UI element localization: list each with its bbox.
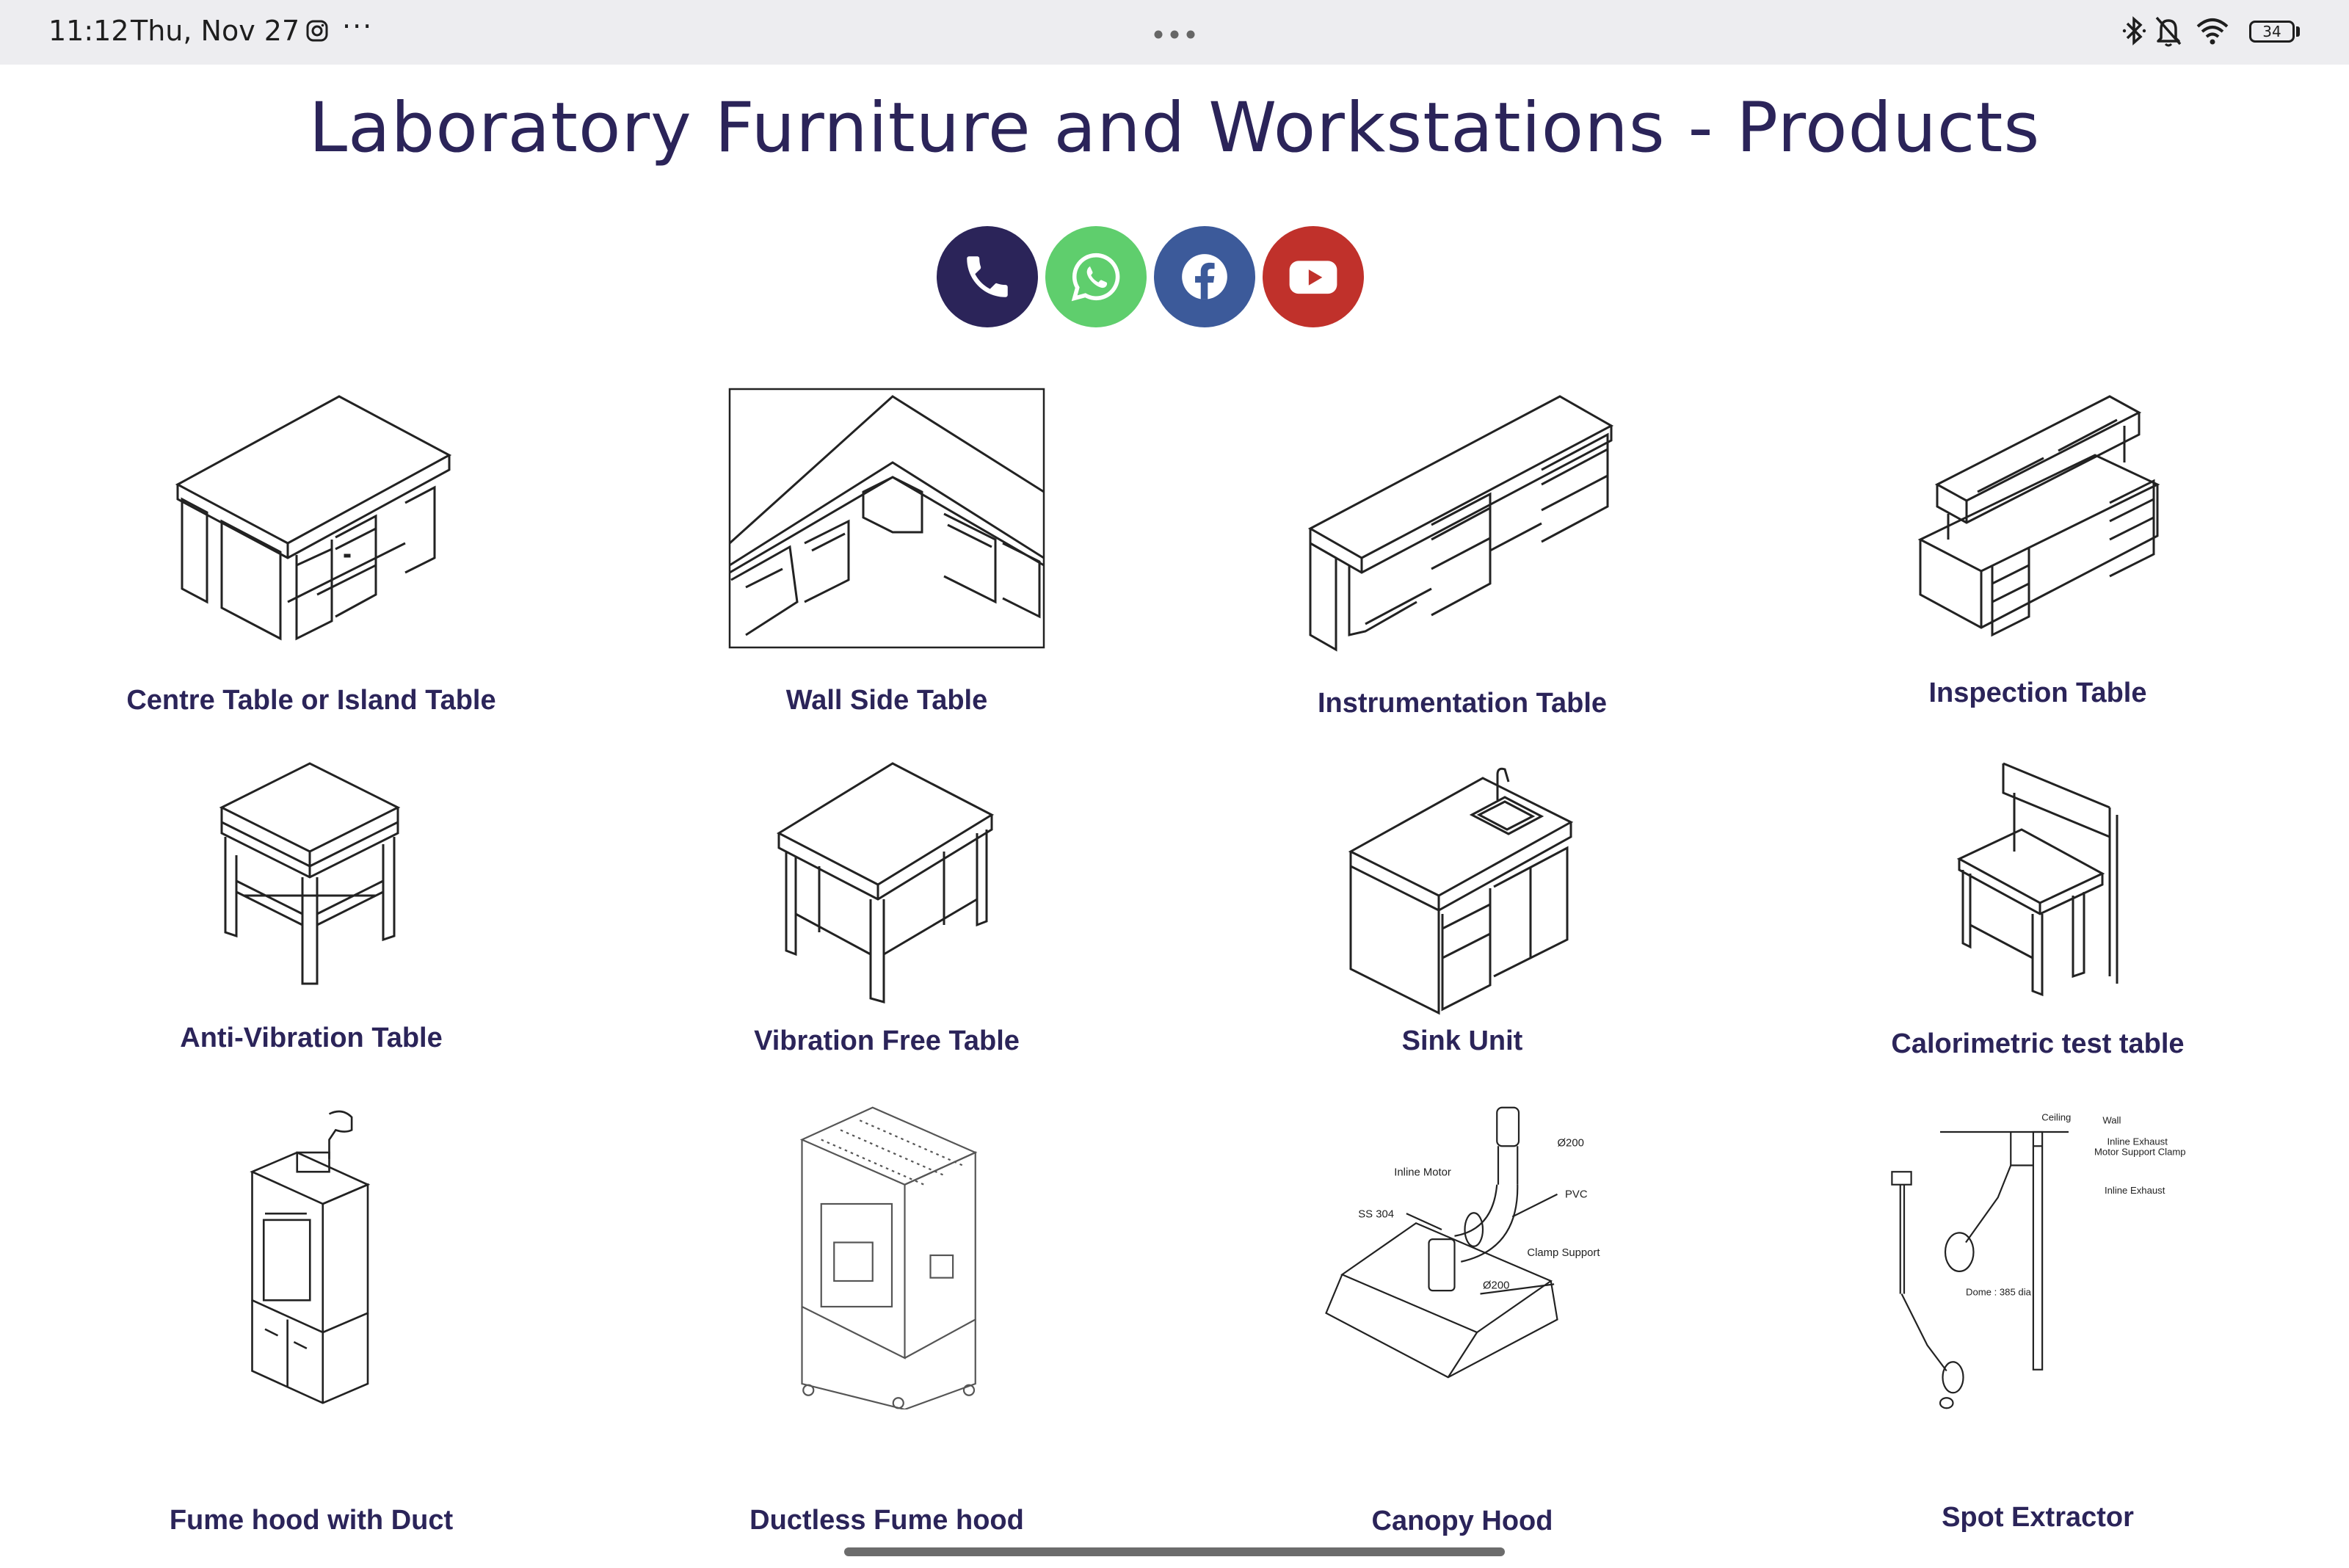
facebook-button[interactable] (1154, 226, 1255, 327)
diagram-label: Inline Exhaust (2107, 1136, 2168, 1147)
product-image[interactable] (23, 749, 599, 1057)
product-label[interactable]: Ductless Fume hood (749, 1505, 1024, 1536)
whatsapp-icon (1071, 253, 1120, 302)
product-label[interactable]: Fume hood with Duct (169, 1505, 454, 1536)
product-label[interactable]: Spot Extractor (1942, 1502, 2134, 1533)
product-card-centre-table[interactable]: Centre Table or Island Table (23, 382, 599, 734)
bell-off-icon (2155, 16, 2182, 47)
product-image[interactable]: Ø200 Inline Motor PVC SS 304 Clamp Suppo… (1174, 1101, 1750, 1409)
diagram-label: Dome : 385 dia (1966, 1286, 2032, 1297)
battery-icon: 34 (2249, 21, 2295, 43)
multitask-dots-icon[interactable] (1154, 28, 1195, 39)
diagram-label: Ceiling (2041, 1111, 2071, 1122)
diagram-label: SS 304 (1358, 1208, 1394, 1220)
product-image[interactable] (1750, 749, 2326, 1057)
product-image[interactable] (599, 382, 1174, 690)
product-image[interactable] (599, 1101, 1174, 1411)
status-date: Thu, Nov 27 (131, 15, 300, 47)
product-card-spot-extractor[interactable]: Ceiling Wall Inline Exhaust Motor Suppor… (1750, 1101, 2326, 1533)
product-label[interactable]: Instrumentation Table (1317, 688, 1608, 719)
status-time: 11:12 (48, 15, 129, 47)
product-image[interactable] (1174, 382, 1750, 690)
product-card-vibration-free-table[interactable]: Vibration Free Table (599, 749, 1174, 1101)
product-card-instrumentation-table[interactable]: Instrumentation Table (1174, 382, 1750, 734)
whatsapp-button[interactable] (1045, 226, 1147, 327)
wifi-icon (2196, 18, 2229, 45)
phone-button[interactable] (937, 226, 1038, 327)
youtube-button[interactable] (1263, 226, 1364, 327)
product-image[interactable] (599, 749, 1174, 1057)
product-image[interactable] (1174, 749, 1750, 1057)
page-title: Laboratory Furniture and Workstations - … (308, 88, 2041, 168)
phone-icon (967, 256, 1008, 297)
product-card-inspection-table[interactable]: Inspection Table (1750, 382, 2326, 734)
product-label[interactable]: Inspection Table (1928, 678, 2147, 708)
diagram-label: Ø200 (1483, 1280, 1509, 1292)
product-card-calorimetric-test-table[interactable]: Calorimetric test table (1750, 749, 2326, 1101)
product-label[interactable]: Canopy Hood (1371, 1506, 1553, 1536)
product-image[interactable] (23, 1101, 599, 1409)
youtube-icon (1289, 261, 1337, 294)
product-label[interactable]: Calorimetric test table (1891, 1028, 2185, 1059)
diagram-label: Inline Exhaust (2105, 1185, 2165, 1196)
diagram-label: PVC (1565, 1188, 1588, 1200)
product-image[interactable] (23, 382, 599, 690)
instagram-icon (305, 19, 329, 43)
home-indicator[interactable] (844, 1547, 1505, 1556)
product-image[interactable] (1750, 382, 2326, 690)
diagram-label: Motor Support Clamp (2094, 1147, 2186, 1158)
product-card-ductless-fume-hood[interactable]: Ductless Fume hood (599, 1101, 1174, 1536)
product-card-fume-hood-with-duct[interactable]: Fume hood with Duct (23, 1101, 599, 1536)
status-icons: 34 (2121, 15, 2312, 50)
product-card-wall-side-table[interactable]: Wall Side Table (599, 382, 1174, 734)
product-card-sink-unit[interactable]: Sink Unit (1174, 749, 1750, 1101)
bluetooth-icon (2122, 16, 2146, 46)
product-card-anti-vibration-table[interactable]: Anti-Vibration Table (23, 749, 599, 1101)
product-label[interactable]: Centre Table or Island Table (126, 685, 496, 716)
battery-tip (2296, 26, 2300, 37)
status-bar: 11:12 Thu, Nov 27 ··· 34 (0, 0, 2349, 65)
status-overflow: ··· (342, 10, 374, 43)
product-label[interactable]: Vibration Free Table (754, 1026, 1020, 1056)
diagram-label: Inline Motor (1394, 1167, 1451, 1179)
diagram-label: Wall (2102, 1115, 2121, 1126)
facebook-icon (1182, 254, 1227, 300)
diagram-label: Clamp Support (1527, 1247, 1600, 1259)
product-label[interactable]: Anti-Vibration Table (180, 1023, 443, 1053)
product-label[interactable]: Sink Unit (1401, 1026, 1523, 1056)
product-card-canopy-hood[interactable]: Ø200 Inline Motor PVC SS 304 Clamp Suppo… (1174, 1101, 1750, 1536)
product-label[interactable]: Wall Side Table (785, 685, 988, 716)
diagram-label: Ø200 (1558, 1137, 1584, 1149)
product-image[interactable]: Ceiling Wall Inline Exhaust Motor Suppor… (1750, 1101, 2326, 1409)
